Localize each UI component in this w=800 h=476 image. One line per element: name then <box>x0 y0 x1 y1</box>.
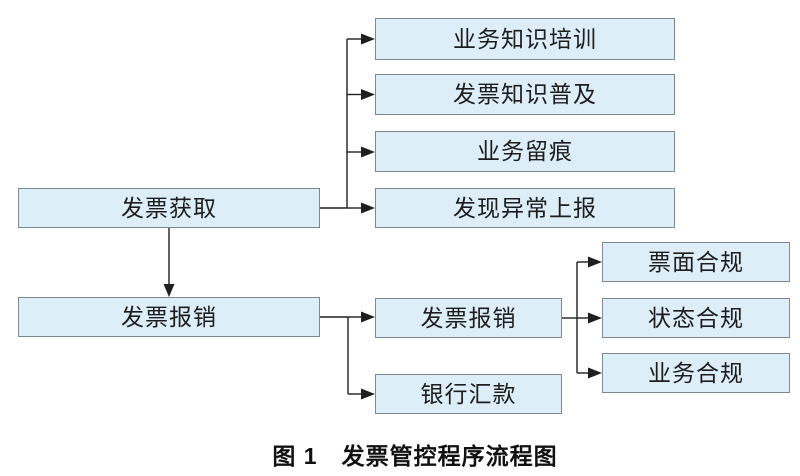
node-ticket-face-compliance: 票面合规 <box>602 242 790 282</box>
node-business-compliance: 业务合规 <box>602 353 790 393</box>
node-business-trace: 业务留痕 <box>375 131 675 172</box>
node-invoice-reimbursement-step: 发票报销 <box>375 298 562 338</box>
node-bank-remittance: 银行汇款 <box>375 374 562 414</box>
node-invoice-knowledge-popularization: 发票知识普及 <box>375 74 675 115</box>
node-report-abnormality: 发现异常上报 <box>375 188 675 228</box>
node-invoice-acquisition: 发票获取 <box>18 188 320 228</box>
node-status-compliance: 状态合规 <box>602 298 790 338</box>
node-business-knowledge-training: 业务知识培训 <box>375 18 675 60</box>
figure-caption: 图 1 发票管控程序流程图 <box>272 443 558 469</box>
node-invoice-reimbursement: 发票报销 <box>18 297 320 337</box>
